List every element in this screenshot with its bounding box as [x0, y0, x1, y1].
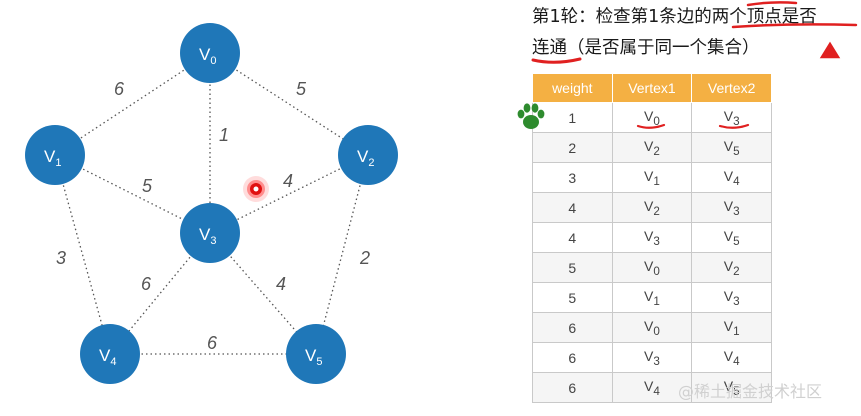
header-vertex1: Vertex1 — [611, 73, 693, 103]
watermark: @稀土掘金技术社区 — [678, 382, 823, 401]
weight-v3-v4: 6 — [141, 274, 152, 294]
graph-nodes: V0 V1 V2 V3 V4 V5 — [25, 23, 398, 384]
svg-text:V5: V5 — [305, 346, 322, 368]
cell-vertex1: V0 — [611, 102, 693, 133]
cell-vertex1: V3 — [611, 342, 693, 373]
cell-vertex2: V5 — [691, 222, 772, 253]
node-v4[interactable]: V4 — [80, 324, 140, 384]
cell-vertex1: V1 — [611, 282, 693, 313]
cell-weight: 5 — [532, 252, 613, 283]
weight-v3-v5: 4 — [276, 274, 286, 294]
weight-v1-v3: 5 — [142, 176, 153, 196]
cell-vertex2: V3 — [691, 192, 772, 223]
cell-vertex1: V3 — [611, 222, 693, 253]
cell-vertex1: V2 — [611, 132, 693, 163]
cell-vertex2: V3 — [691, 282, 772, 313]
weight-v0-v3: 1 — [219, 125, 229, 145]
weight-v2-v5: 2 — [359, 248, 370, 268]
cell-vertex2: V2 — [691, 252, 772, 283]
step-description: 第1轮：检查第1条边的两个顶点是否 连通（是否属于同一个集合） — [532, 2, 857, 64]
node-v3[interactable]: V3 — [180, 203, 240, 263]
header-weight: weight — [532, 73, 613, 103]
cell-vertex1: V0 — [611, 312, 693, 343]
header-vertex2: Vertex2 — [691, 73, 772, 103]
step-description-line-2: 连通（是否属于同一个集合） — [532, 38, 760, 58]
cell-vertex2: V5 — [691, 132, 772, 163]
weighted-graph: 6 5 1 5 4 3 2 6 4 6 V0 V1 V2 — [25, 23, 398, 384]
svg-text:V1: V1 — [44, 147, 61, 169]
paw-icon — [517, 103, 545, 129]
cell-weight: 4 — [532, 222, 613, 253]
weight-v0-v1: 6 — [114, 79, 125, 99]
cell-weight: 3 — [532, 162, 613, 193]
weight-v2-v3: 4 — [283, 171, 293, 191]
node-v2[interactable]: V2 — [338, 125, 398, 185]
cell-vertex2: V1 — [691, 312, 772, 343]
table-header-row: weight Vertex1 Vertex2 — [532, 73, 772, 103]
edge-v1-v4 — [54, 154, 111, 355]
laser-pointer-icon — [243, 176, 269, 202]
node-v5[interactable]: V5 — [286, 324, 346, 384]
cell-weight: 5 — [532, 282, 613, 313]
svg-text:V4: V4 — [99, 346, 116, 368]
cell-weight: 4 — [532, 192, 613, 223]
weight-v4-v5: 6 — [207, 333, 218, 353]
step-description-line-1: 第1轮：检查第1条边的两个顶点是否 — [532, 7, 817, 27]
weight-v0-v2: 5 — [296, 79, 307, 99]
cell-vertex2: V3 — [691, 102, 772, 133]
svg-text:V0: V0 — [199, 45, 216, 67]
cell-weight: 6 — [532, 342, 613, 373]
cell-vertex1: V2 — [611, 192, 693, 223]
cell-weight: 2 — [532, 132, 613, 163]
cell-vertex1: V1 — [611, 162, 693, 193]
edge-weights: 6 5 1 5 4 3 2 6 4 6 — [56, 79, 370, 353]
cell-vertex2: V4 — [691, 342, 772, 373]
cell-vertex1: V0 — [611, 252, 693, 283]
svg-text:V3: V3 — [199, 225, 216, 247]
node-v1[interactable]: V1 — [25, 125, 85, 185]
weight-v1-v4: 3 — [56, 248, 66, 268]
node-v0[interactable]: V0 — [180, 23, 240, 83]
cell-vertex2: V5 — [691, 372, 772, 403]
cell-weight: 6 — [532, 372, 613, 403]
edge-v2-v5 — [315, 154, 369, 355]
cell-weight: 1 — [532, 102, 613, 133]
cell-weight: 6 — [532, 312, 613, 343]
svg-text:V2: V2 — [357, 147, 374, 169]
cell-vertex1: V4 — [611, 372, 693, 403]
cell-vertex2: V4 — [691, 162, 772, 193]
